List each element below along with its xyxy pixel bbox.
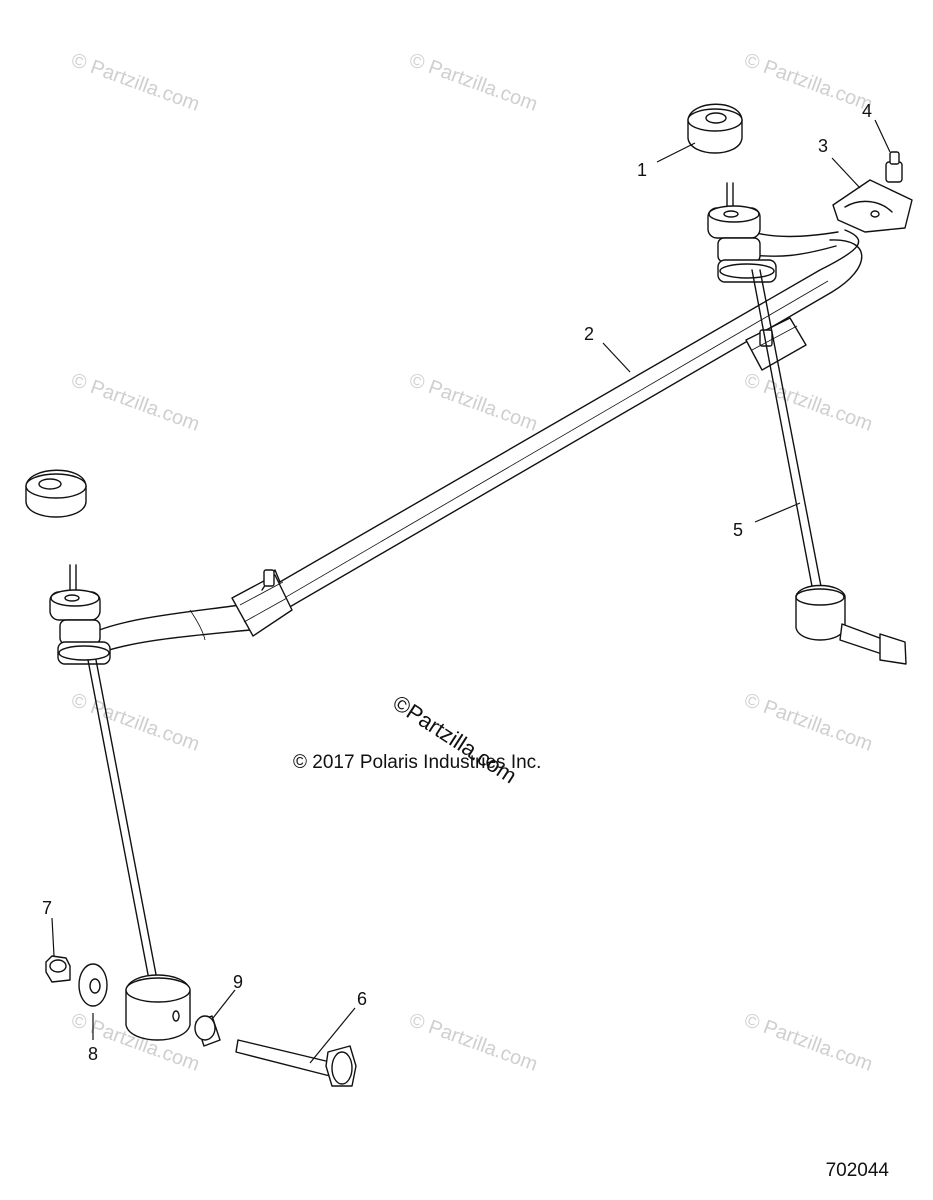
diagram-id: 702044 [825, 1160, 889, 1181]
callouts: 1 2 3 4 5 6 7 8 9 [42, 101, 891, 1064]
callout-4: 4 [862, 101, 872, 121]
clamp-bracket-part-3 [832, 179, 913, 233]
watermark: © Partzilla.com [406, 369, 540, 436]
watermark-grid: © Partzilla.com © Partzilla.com © Partzi… [68, 49, 875, 1076]
callout-9: 9 [233, 972, 243, 992]
watermark: © Partzilla.com [406, 49, 540, 116]
right-bar-clamp [745, 317, 807, 371]
callout-5: 5 [733, 520, 743, 540]
callout-3: 3 [818, 136, 828, 156]
nut-part-7 [45, 955, 71, 983]
watermark: © Partzilla.com [741, 49, 875, 116]
watermark: © Partzilla.com [741, 689, 875, 756]
grease-fitting-part-4 [885, 151, 903, 183]
callout-1: 1 [637, 160, 647, 180]
left-bushing-assembly [49, 564, 111, 665]
callout-8: 8 [88, 1044, 98, 1064]
callout-7: 7 [42, 898, 52, 918]
washer-part-8 [78, 963, 108, 1007]
right-bushing-assembly [707, 182, 777, 283]
copyright-notice: © 2017 Polaris Industries Inc. [293, 752, 542, 773]
watermark: © Partzilla.com [741, 369, 875, 436]
watermark: © Partzilla.com [406, 1009, 540, 1076]
end-link-part-5 [751, 269, 907, 665]
callout-6: 6 [357, 989, 367, 1009]
watermark: © Partzilla.com [68, 369, 202, 436]
bushing-loose-left [25, 469, 87, 518]
left-bar-clamp [231, 569, 293, 637]
bolt-part-6 [235, 1039, 357, 1087]
watermark: © Partzilla.com [68, 689, 202, 756]
stabilizer-bar [87, 229, 863, 656]
callout-2: 2 [584, 324, 594, 344]
left-end-link [87, 659, 191, 1041]
spacer-part-9 [194, 1015, 221, 1047]
watermark: © Partzilla.com [741, 1009, 875, 1076]
watermark: © Partzilla.com [68, 49, 202, 116]
bushing-part-1 [687, 103, 743, 154]
